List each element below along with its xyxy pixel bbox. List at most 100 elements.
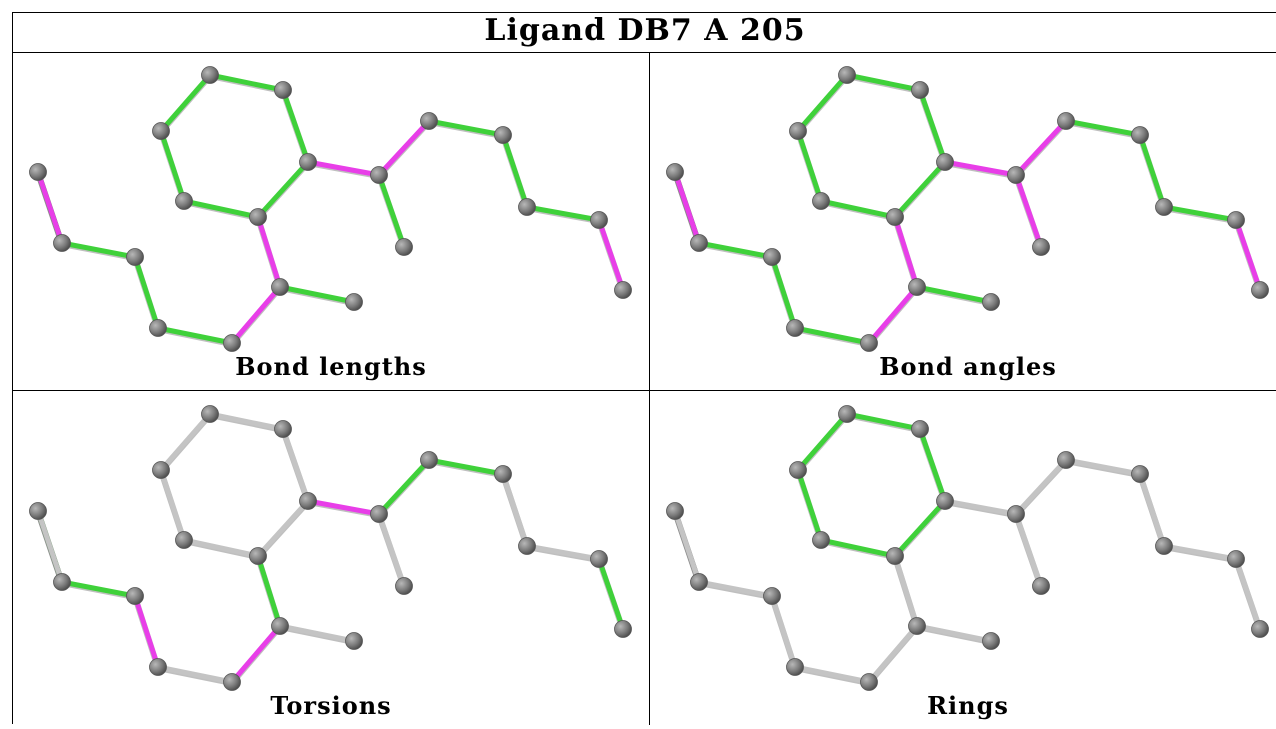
- panel-caption: Bond angles: [879, 352, 1057, 381]
- atom: [271, 278, 289, 296]
- bond-magenta: [305, 498, 382, 517]
- panel-rings: Rings: [650, 391, 1276, 729]
- atom: [590, 211, 608, 229]
- atom: [911, 81, 929, 99]
- panel-torsions: Torsions: [13, 391, 649, 729]
- atom: [908, 278, 926, 296]
- atom: [786, 658, 804, 676]
- atom: [763, 248, 781, 266]
- atom: [299, 492, 317, 510]
- figure-frame: Ligand DB7 A 205 Bond lengths Bond angle…: [12, 12, 1276, 725]
- bond-grey: [1013, 457, 1069, 517]
- bond-green: [795, 411, 850, 473]
- atom: [1251, 620, 1269, 638]
- bond-green: [844, 411, 923, 432]
- panel-caption: Torsions: [270, 691, 392, 720]
- bond-grey: [1233, 556, 1263, 632]
- atom: [666, 502, 684, 520]
- row-divider: [13, 390, 1276, 391]
- atom: [886, 547, 904, 565]
- atom: [936, 492, 954, 510]
- bond-green: [917, 426, 948, 504]
- bond-green: [426, 118, 506, 138]
- atom: [982, 293, 1000, 311]
- bond-grey: [696, 579, 775, 599]
- atom: [1057, 451, 1075, 469]
- bond-grey: [1013, 511, 1044, 589]
- bond-magenta: [866, 284, 920, 346]
- bond-green: [818, 537, 898, 559]
- bond-green: [255, 159, 311, 220]
- atom: [126, 587, 144, 605]
- atom: [249, 547, 267, 565]
- bond-green: [158, 128, 187, 204]
- atom: [345, 293, 363, 311]
- bond-magenta: [596, 217, 626, 293]
- atom: [1227, 550, 1245, 568]
- atom: [1007, 505, 1025, 523]
- atom: [886, 208, 904, 226]
- atom: [299, 153, 317, 171]
- bond-green: [1063, 118, 1143, 138]
- atom: [29, 502, 47, 520]
- atom: [53, 573, 71, 591]
- bond-green: [914, 284, 994, 305]
- bond-magenta: [305, 159, 382, 178]
- bond-green: [155, 325, 235, 346]
- bond-green: [59, 240, 138, 260]
- bond-grey: [892, 553, 920, 629]
- molecule-view: [29, 405, 632, 691]
- bond-green: [181, 198, 261, 220]
- column-divider: [649, 52, 650, 725]
- atom: [1131, 126, 1149, 144]
- atom: [614, 281, 632, 299]
- atom: [1131, 465, 1149, 483]
- bond-magenta: [942, 159, 1019, 178]
- bond-green: [255, 553, 283, 629]
- atom: [838, 405, 856, 423]
- bond-green: [376, 172, 407, 250]
- bond-green: [844, 72, 923, 93]
- molecule-view: [666, 405, 1269, 691]
- bond-grey: [158, 411, 213, 473]
- bond-green: [1137, 132, 1167, 210]
- bond-green: [524, 204, 602, 223]
- atom: [614, 620, 632, 638]
- bond-magenta: [1233, 217, 1263, 293]
- atom: [395, 577, 413, 595]
- bond-grey: [1063, 457, 1143, 477]
- atom: [1227, 211, 1245, 229]
- bond-grey: [866, 623, 920, 685]
- bond-green: [158, 72, 213, 134]
- bond-magenta: [376, 118, 432, 178]
- atom: [53, 234, 71, 252]
- atom: [1155, 198, 1173, 216]
- bond-green: [277, 284, 357, 305]
- atom: [1032, 577, 1050, 595]
- atom: [370, 505, 388, 523]
- atom: [152, 122, 170, 140]
- atom: [271, 617, 289, 635]
- atom: [29, 163, 47, 181]
- bond-grey: [769, 593, 798, 670]
- atom: [860, 334, 878, 352]
- atom: [420, 451, 438, 469]
- atom: [149, 319, 167, 337]
- bond-green: [280, 87, 311, 165]
- bond-green: [769, 254, 798, 331]
- bond-grey: [255, 498, 311, 559]
- bond-grey: [914, 623, 994, 644]
- bond-magenta: [132, 593, 161, 670]
- bond-magenta: [1013, 172, 1044, 250]
- title-divider: [13, 52, 1276, 53]
- atom: [911, 420, 929, 438]
- atom: [1007, 166, 1025, 184]
- atom: [590, 550, 608, 568]
- panel-caption: Bond lengths: [235, 352, 427, 381]
- atom: [201, 405, 219, 423]
- atom: [860, 673, 878, 691]
- bond-green: [892, 159, 948, 220]
- bond-grey: [1137, 471, 1167, 549]
- bond-magenta: [229, 623, 283, 685]
- bond-grey: [277, 623, 357, 644]
